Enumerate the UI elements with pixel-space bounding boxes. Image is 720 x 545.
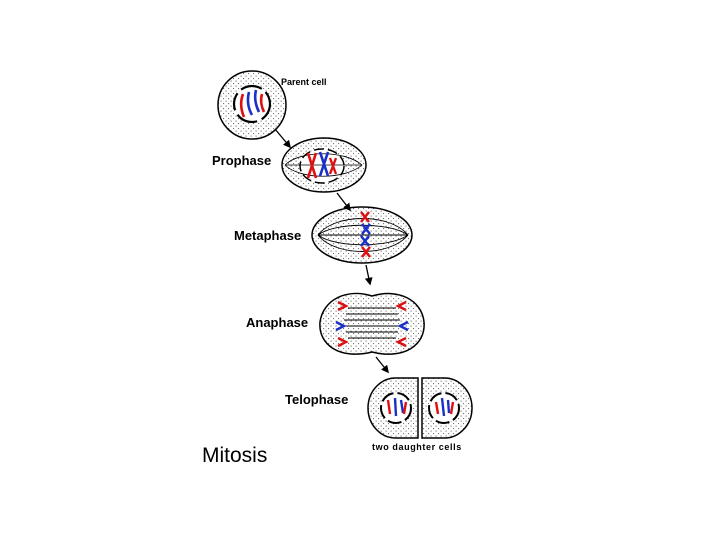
diagram-title: Mitosis [202,444,268,467]
anaphase-cell [319,292,425,355]
metaphase-cell [311,206,413,264]
arrow-metaphase-to-anaphase [364,264,373,286]
parent-cell-label: Parent cell [281,77,327,87]
prophase-cell [281,137,367,193]
prophase-label: Prophase [212,153,272,168]
telophase-label: Telophase [285,392,349,407]
arrow-parent-to-prophase [274,128,291,149]
metaphase-label: Metaphase [234,228,302,243]
parent-cell [217,70,287,140]
daughter-cells-label: two daughter cells [372,442,462,452]
anaphase-label: Anaphase [246,315,309,330]
arrow-prophase-to-metaphase [336,192,351,212]
arrow-anaphase-to-telophase [375,356,389,374]
telophase-cells [367,377,473,439]
